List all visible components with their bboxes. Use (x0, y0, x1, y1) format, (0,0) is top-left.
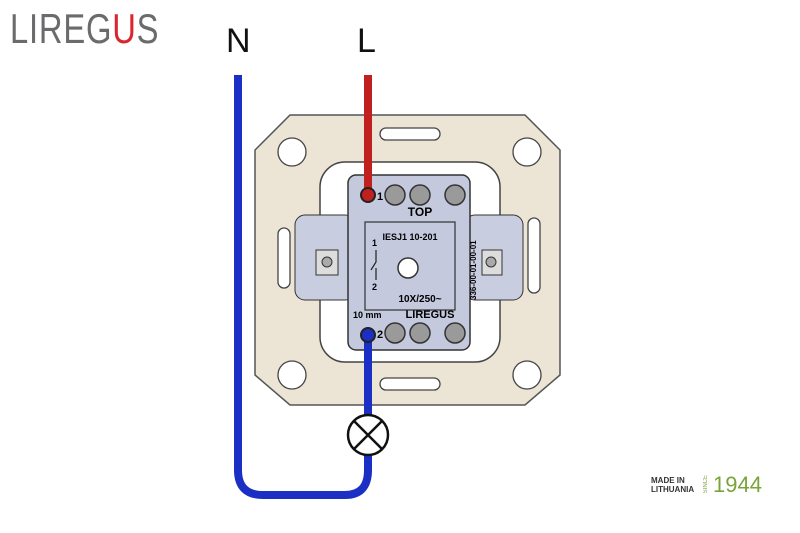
brand-logo: LIREGUS (10, 5, 160, 52)
live-label: L (357, 22, 376, 60)
code-label: 336-00-01-00-01 (469, 240, 478, 300)
neutral-wire (234, 75, 372, 499)
model-label: IESJ1 10-201 (382, 232, 437, 242)
since-label: SINCE (703, 475, 709, 494)
screw-hole-icon (277, 127, 542, 391)
switch-symbol-icon (370, 250, 377, 280)
terminal-screw-icon (384, 184, 466, 344)
schematic-1: 1 (372, 238, 377, 248)
maker-label: LIREGUS (406, 309, 455, 321)
indicator-hole (397, 257, 419, 279)
founding-year: 1944 (713, 472, 762, 497)
strip-length-label: 10 mm (353, 310, 382, 320)
rating-label: 10X/250~ (398, 294, 441, 305)
lamp-icon (346, 413, 390, 457)
neutral-label: N (226, 22, 251, 60)
terminal-1-label: 1 (377, 191, 383, 203)
terminal-2-label: 2 (377, 329, 383, 341)
top-label: TOP (408, 205, 432, 219)
schematic-2: 2 (372, 282, 377, 292)
